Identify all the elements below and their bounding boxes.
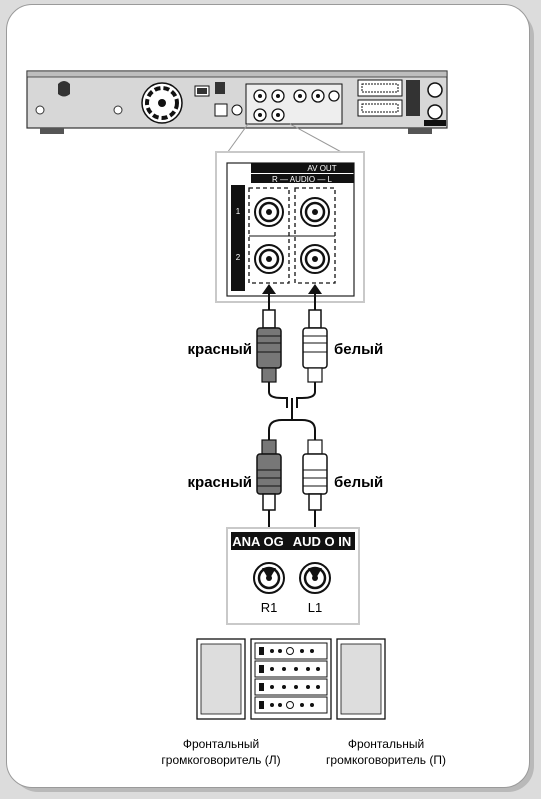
red-plug-top <box>256 294 282 383</box>
left-speaker-caption-1: Фронтальный <box>183 737 259 751</box>
av-out-title: AV OUT <box>307 164 336 173</box>
right-speaker-caption-2: громкоговоритель (П) <box>326 753 446 767</box>
arrow-down-icon <box>262 568 276 580</box>
label-white-bottom: белый <box>334 474 383 491</box>
row-label-2: 2 <box>236 253 241 262</box>
av-out-panel: AV OUT R — AUDIO — L 1 2 <box>215 151 365 303</box>
av-jack <box>300 197 330 227</box>
label-white-top: белый <box>334 341 383 358</box>
red-plug-bottom <box>256 439 282 570</box>
av-jack <box>300 244 330 274</box>
input-label-analog: ANA OG <box>232 534 284 549</box>
audio-cable <box>268 382 316 440</box>
right-speaker <box>336 638 386 720</box>
label-red-top: красный <box>188 341 252 358</box>
arrow-down-icon <box>308 568 322 580</box>
arrow-up-icon <box>262 284 276 294</box>
av-jack <box>254 244 284 274</box>
av-jack <box>254 197 284 227</box>
row-label-1: 1 <box>236 207 241 216</box>
jack-label-r1: R1 <box>261 600 278 615</box>
amplifier-input-panel: ANA OG AUD O IN R1 L1 <box>226 527 360 625</box>
jack-label-l1: L1 <box>308 600 322 615</box>
label-red-bottom: красный <box>188 474 252 491</box>
white-plug-top <box>302 294 328 383</box>
right-speaker-caption-1: Фронтальный <box>348 737 424 751</box>
left-speaker <box>196 638 246 720</box>
audio-label: R — AUDIO — L <box>272 175 333 184</box>
arrow-up-icon <box>308 284 322 294</box>
left-speaker-caption-2: громкоговоритель (Л) <box>161 753 280 767</box>
stereo-system <box>250 638 332 720</box>
input-label-audio-in: AUD O IN <box>293 534 352 549</box>
recorder-back-panel <box>26 70 448 134</box>
